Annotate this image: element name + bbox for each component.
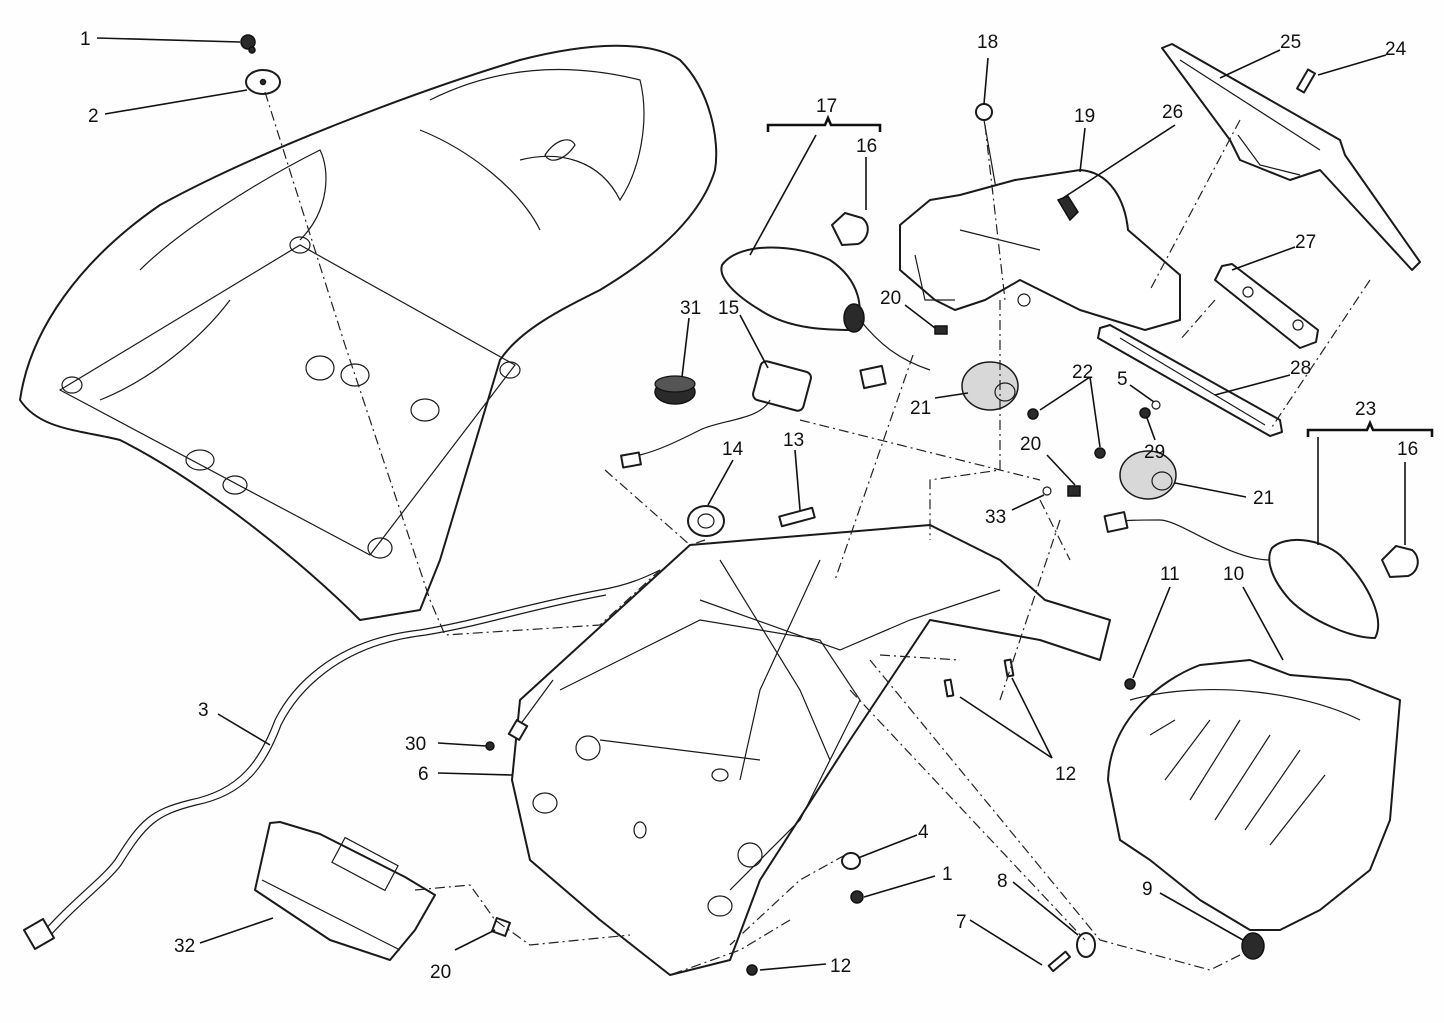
- screw-22b-part: [1094, 447, 1106, 459]
- callout-2: 2: [88, 106, 99, 127]
- clip-bottom-left-part: [491, 917, 511, 937]
- callout-25: 25: [1280, 32, 1301, 53]
- license-plate-holder-part: [1161, 43, 1421, 271]
- callout-21-left: 21: [910, 398, 931, 419]
- tail-cover-part: [1107, 659, 1401, 931]
- cover-center-part: [899, 169, 1181, 331]
- callout-18: 18: [977, 32, 998, 53]
- callout-5: 5: [1117, 369, 1128, 390]
- callout-1-top: 1: [80, 29, 91, 50]
- screw-right-part: [1124, 678, 1136, 690]
- rubber-mount-left-part: [961, 361, 1019, 411]
- callout-23: 23: [1355, 399, 1376, 420]
- bulb-left-part: [831, 212, 869, 246]
- callout-15: 15: [718, 298, 739, 319]
- callout-9: 9: [1142, 879, 1153, 900]
- callout-12-middle: 12: [1055, 764, 1076, 785]
- rear-fender-support-part: [511, 524, 1111, 976]
- screw-12c-part: [746, 964, 758, 976]
- callout-27: 27: [1295, 232, 1316, 253]
- callout-16-right: 16: [1397, 439, 1418, 460]
- callout-4: 4: [918, 822, 929, 843]
- turn-signal-right-part: [1103, 511, 1380, 639]
- turn-signal-left-part: [720, 246, 931, 390]
- leader-lines: [96, 37, 1406, 971]
- license-light-part: [620, 360, 812, 469]
- callout-28: 28: [1290, 358, 1311, 379]
- brace-23: [1306, 419, 1434, 437]
- bulb-right-part: [1381, 545, 1419, 578]
- screw-top-part: [240, 34, 256, 54]
- nut-part: [1139, 407, 1151, 419]
- screw-long-part: [1047, 950, 1071, 973]
- callout-20-mid: 20: [1020, 434, 1041, 455]
- assembly-lines: [264, 91, 1371, 976]
- reflector-part: [1214, 263, 1319, 349]
- screw-12b-part: [1003, 658, 1015, 678]
- screw-22a-part: [1027, 408, 1039, 420]
- callout-1-bottom: 1: [942, 864, 953, 885]
- nut-small-part: [1042, 486, 1052, 496]
- screw-plate-holder-part: [1296, 68, 1316, 94]
- callout-16-left: 16: [856, 136, 877, 157]
- callout-labels: 1 2 3 6 30 32 20 31 15 14 13 17 16 20 21…: [80, 29, 1418, 983]
- washer-bottom-part: [841, 852, 861, 870]
- callout-19: 19: [1074, 106, 1095, 127]
- plate-bracket-part: [1097, 324, 1283, 437]
- callout-20-bottom: 20: [430, 962, 451, 983]
- callout-8: 8: [997, 871, 1008, 892]
- callout-22: 22: [1072, 362, 1093, 383]
- wiring-harness-part: [22, 569, 661, 951]
- callout-6: 6: [418, 764, 429, 785]
- callout-17: 17: [816, 96, 837, 117]
- callout-33: 33: [985, 507, 1006, 528]
- callout-30: 30: [405, 734, 426, 755]
- cable-tie-part: [485, 679, 554, 751]
- callout-26: 26: [1162, 102, 1183, 123]
- seat-tail-unit: [19, 44, 718, 621]
- callout-32: 32: [174, 936, 195, 957]
- washer-small-part: [1151, 400, 1161, 410]
- rubber-mount-right-part: [1119, 450, 1177, 500]
- callout-12-bottom: 12: [830, 956, 851, 977]
- callout-20-upper: 20: [880, 288, 901, 309]
- screw-bottom-part: [850, 890, 864, 904]
- washer-top-part: [245, 69, 281, 95]
- callout-14: 14: [722, 439, 744, 460]
- callout-24: 24: [1385, 39, 1407, 60]
- clip-upper-part: [934, 325, 948, 335]
- callout-13: 13: [783, 430, 804, 451]
- clip-mid-part: [1067, 485, 1081, 497]
- grommet-part: [687, 505, 725, 537]
- rubber-plug-part: [654, 375, 696, 405]
- callout-10: 10: [1223, 564, 1244, 585]
- brace-17: [766, 114, 882, 132]
- clip-center-part: [778, 506, 816, 528]
- screw-12a-part: [943, 678, 955, 698]
- rubber-grommet-bottom-part: [1241, 932, 1265, 960]
- callout-11: 11: [1160, 564, 1180, 585]
- reflector-bracket-part: [254, 821, 436, 961]
- callout-29: 29: [1144, 442, 1165, 463]
- callout-21-right: 21: [1253, 488, 1274, 509]
- washer-large-part: [1076, 932, 1096, 958]
- callout-31: 31: [680, 298, 701, 319]
- callout-7: 7: [956, 912, 967, 933]
- callout-3: 3: [198, 700, 209, 721]
